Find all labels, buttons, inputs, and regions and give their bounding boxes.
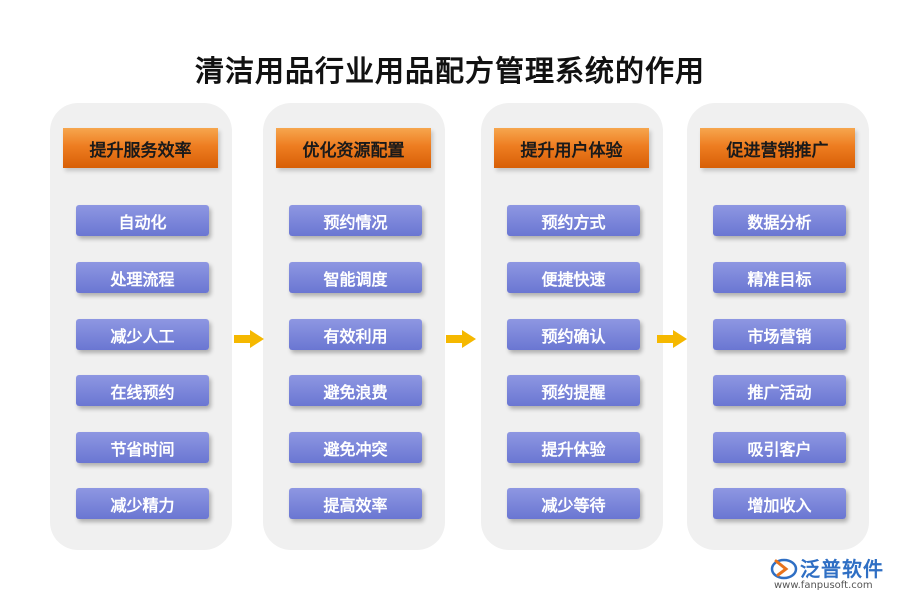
fanpu-logo-icon [770, 555, 798, 581]
column-header: 优化资源配置 [276, 128, 431, 168]
column-item: 数据分析 [713, 205, 846, 236]
column-item: 预约提醒 [507, 375, 640, 406]
arrow-right-icon [234, 330, 264, 348]
column-header: 提升用户体验 [494, 128, 649, 168]
arrow-right-icon [446, 330, 476, 348]
column-item: 推广活动 [713, 375, 846, 406]
column-item: 处理流程 [76, 262, 209, 293]
column-item: 节省时间 [76, 432, 209, 463]
column-item: 自动化 [76, 205, 209, 236]
column-item: 预约确认 [507, 319, 640, 350]
column-header: 提升服务效率 [63, 128, 218, 168]
column-item: 避免冲突 [289, 432, 422, 463]
column-item: 市场营销 [713, 319, 846, 350]
column-item: 预约方式 [507, 205, 640, 236]
brand-logo: 泛普软件 www.fanpusoft.com [770, 553, 895, 597]
column-item: 提升体验 [507, 432, 640, 463]
column-item: 精准目标 [713, 262, 846, 293]
column-service-efficiency: 提升服务效率 自动化 处理流程 减少人工 在线预约 节省时间 减少精力 [50, 103, 232, 550]
column-item: 避免浪费 [289, 375, 422, 406]
column-item: 吸引客户 [713, 432, 846, 463]
column-item: 减少等待 [507, 488, 640, 519]
column-item: 在线预约 [76, 375, 209, 406]
column-resource-allocation: 优化资源配置 预约情况 智能调度 有效利用 避免浪费 避免冲突 提高效率 [263, 103, 445, 550]
column-header: 促进营销推广 [700, 128, 855, 168]
column-item: 减少精力 [76, 488, 209, 519]
column-item: 智能调度 [289, 262, 422, 293]
arrow-right-icon [657, 330, 687, 348]
column-item: 便捷快速 [507, 262, 640, 293]
column-marketing-promotion: 促进营销推广 数据分析 精准目标 市场营销 推广活动 吸引客户 增加收入 [687, 103, 869, 550]
logo-name: 泛普软件 [800, 557, 884, 581]
diagram-title: 清洁用品行业用品配方管理系统的作用 [194, 54, 705, 88]
column-item: 提高效率 [289, 488, 422, 519]
logo-url: www.fanpusoft.com [774, 580, 873, 591]
column-item: 预约情况 [289, 205, 422, 236]
column-item: 增加收入 [713, 488, 846, 519]
column-item: 有效利用 [289, 319, 422, 350]
column-item: 减少人工 [76, 319, 209, 350]
column-user-experience: 提升用户体验 预约方式 便捷快速 预约确认 预约提醒 提升体验 减少等待 [481, 103, 663, 550]
